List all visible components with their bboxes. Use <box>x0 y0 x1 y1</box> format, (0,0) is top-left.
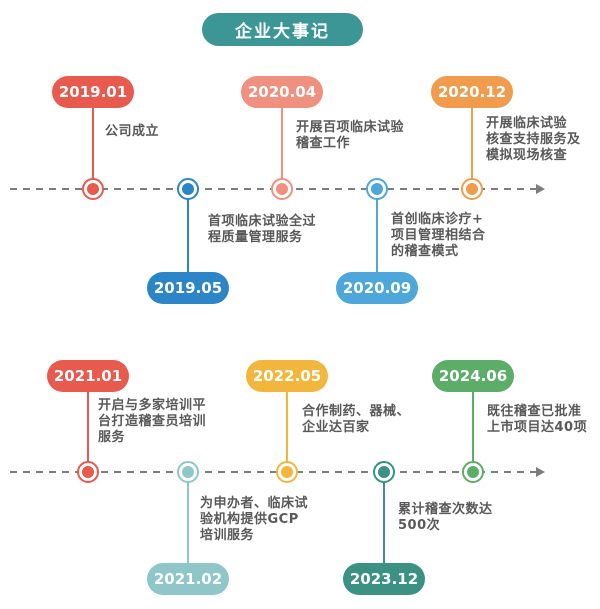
axis-arrow-icon <box>536 467 545 477</box>
timeline-axis <box>10 471 536 473</box>
event-date-badge: 2020.12 <box>431 76 513 108</box>
timeline-node <box>177 461 199 483</box>
event-date-badge: 2020.04 <box>241 76 323 108</box>
timeline-node-dot <box>82 466 94 478</box>
event-date-badge: 2021.02 <box>147 563 229 595</box>
event-date-badge: 2022.05 <box>246 360 328 392</box>
event-date-badge: 2024.06 <box>432 360 514 392</box>
event-date-badge: 2019.05 <box>147 272 229 304</box>
event-date-badge: 2020.09 <box>336 272 418 304</box>
event-description: 首项临床试验全过 程质量管理服务 <box>208 214 317 245</box>
timeline-node-dot <box>371 183 383 195</box>
timeline-node-dot <box>466 183 478 195</box>
event-description: 首创临床诊疗+ 项目管理相结合 的稽查模式 <box>391 212 486 259</box>
timeline-node <box>276 461 298 483</box>
event-connector-line <box>87 390 89 463</box>
event-connector-line <box>187 198 189 274</box>
event-description: 累计稽查次数达 500次 <box>398 502 493 533</box>
event-date-badge: 2021.01 <box>47 360 129 392</box>
timeline-node <box>366 178 388 200</box>
timeline-node <box>77 461 99 483</box>
page-title: 企业大事记 <box>202 13 363 46</box>
timeline-node-dot <box>281 466 293 478</box>
timeline-node <box>373 461 395 483</box>
timeline-node <box>177 178 199 200</box>
event-description: 开展百项临床试验 稽查工作 <box>296 120 405 151</box>
event-description: 公司成立 <box>105 124 160 139</box>
axis-arrow-icon <box>536 184 545 194</box>
timeline-node-dot <box>276 183 288 195</box>
timeline-node <box>461 178 483 200</box>
event-connector-line <box>472 390 474 463</box>
timeline-node <box>462 461 484 483</box>
event-connector-line <box>471 106 473 180</box>
timeline-node-dot <box>467 466 479 478</box>
event-description: 既往稽查已批准 上市项目达40项 <box>487 404 588 435</box>
event-connector-line <box>383 481 385 565</box>
timeline-node-dot <box>378 466 390 478</box>
timeline-node-dot <box>182 183 194 195</box>
event-connector-line <box>376 198 378 274</box>
timeline-node-dot <box>87 183 99 195</box>
timeline-node-dot <box>182 466 194 478</box>
event-description: 为申办者、临床试 验机构提供GCP 培训服务 <box>200 496 309 543</box>
event-date-badge: 2023.12 <box>343 563 425 595</box>
event-description: 合作制药、器械、 企业达百家 <box>302 404 411 435</box>
event-connector-line <box>187 481 189 565</box>
event-connector-line <box>281 106 283 180</box>
event-description: 开展临床试验 核查支持服务及 模拟现场核查 <box>486 116 581 163</box>
event-date-badge: 2019.01 <box>52 76 134 108</box>
timeline-node <box>82 178 104 200</box>
event-connector-line <box>92 106 94 180</box>
event-connector-line <box>286 390 288 463</box>
event-description: 开启与多家培训平 台打造稽查员培训 服务 <box>98 398 207 445</box>
timeline-node <box>271 178 293 200</box>
